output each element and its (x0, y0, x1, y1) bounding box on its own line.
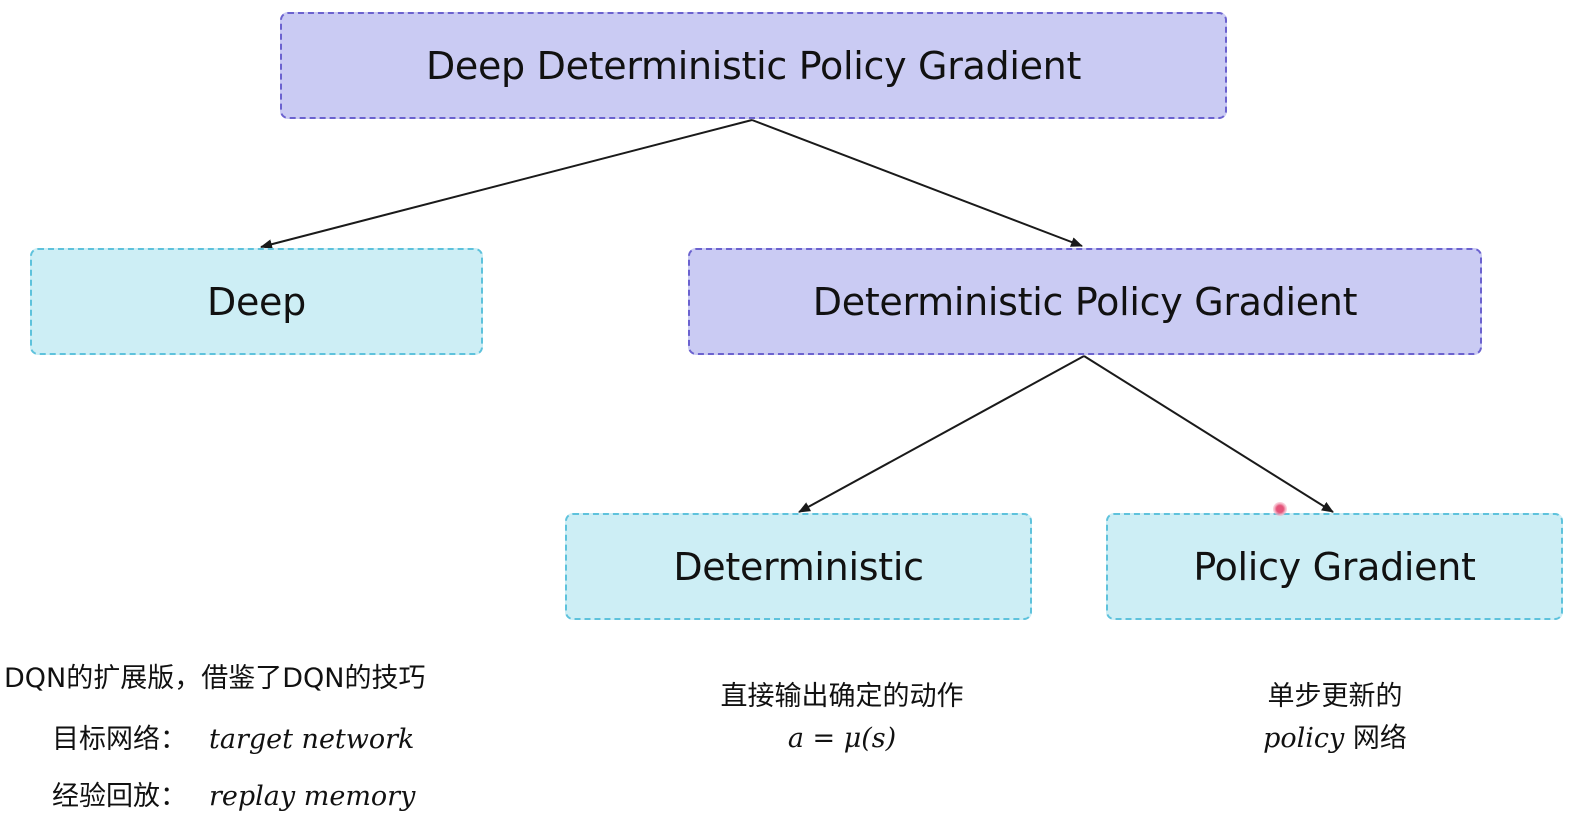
note-deep-replay-memory: 经验回放： replay memory (52, 774, 415, 813)
node-deep: Deep (30, 248, 483, 355)
note-policy-gradient: 单步更新的 policy 网络 (1135, 676, 1535, 760)
note-pg-line1: 单步更新的 (1267, 681, 1403, 712)
note-deterministic-line1: 直接输出确定的动作 (720, 681, 964, 712)
note-deterministic: 直接输出确定的动作 a = μ(s) (642, 676, 1042, 760)
node-deterministic-label: Deterministic (673, 544, 924, 589)
cursor-pointer-dot (1273, 502, 1287, 516)
arrow-dpg-to-policy-gradient (1083, 355, 1334, 513)
note-target-term: target network (209, 724, 415, 755)
note-pg-line2: policy 网络 (1135, 718, 1535, 760)
note-deep-title: DQN的扩展版，借鉴了DQN的技巧 (4, 663, 426, 694)
note-pg-term: policy (1263, 723, 1345, 754)
node-root-label: Deep Deterministic Policy Gradient (425, 43, 1082, 88)
node-deterministic: Deterministic (565, 513, 1032, 620)
node-policy-gradient: Policy Gradient (1106, 513, 1563, 620)
note-replay-term: replay memory (209, 781, 416, 812)
node-root-ddpg: Deep Deterministic Policy Gradient (280, 12, 1227, 119)
note-deep-target-network: 目标网络： target network (52, 717, 414, 756)
node-deep-label: Deep (207, 279, 306, 324)
note-pg-suffix: 网络 (1344, 723, 1407, 754)
arrow-dpg-to-deterministic (798, 355, 1085, 513)
note-replay-label: 经验回放： (52, 781, 187, 812)
arrow-root-to-deep (260, 119, 753, 250)
note-deterministic-formula: a = μ(s) (787, 723, 897, 754)
node-policy-gradient-label: Policy Gradient (1193, 544, 1476, 589)
node-deterministic-policy-gradient: Deterministic Policy Gradient (688, 248, 1482, 355)
note-target-label: 目标网络： (52, 724, 187, 755)
node-dpg-label: Deterministic Policy Gradient (812, 279, 1358, 324)
arrow-root-to-dpg (751, 119, 1083, 247)
